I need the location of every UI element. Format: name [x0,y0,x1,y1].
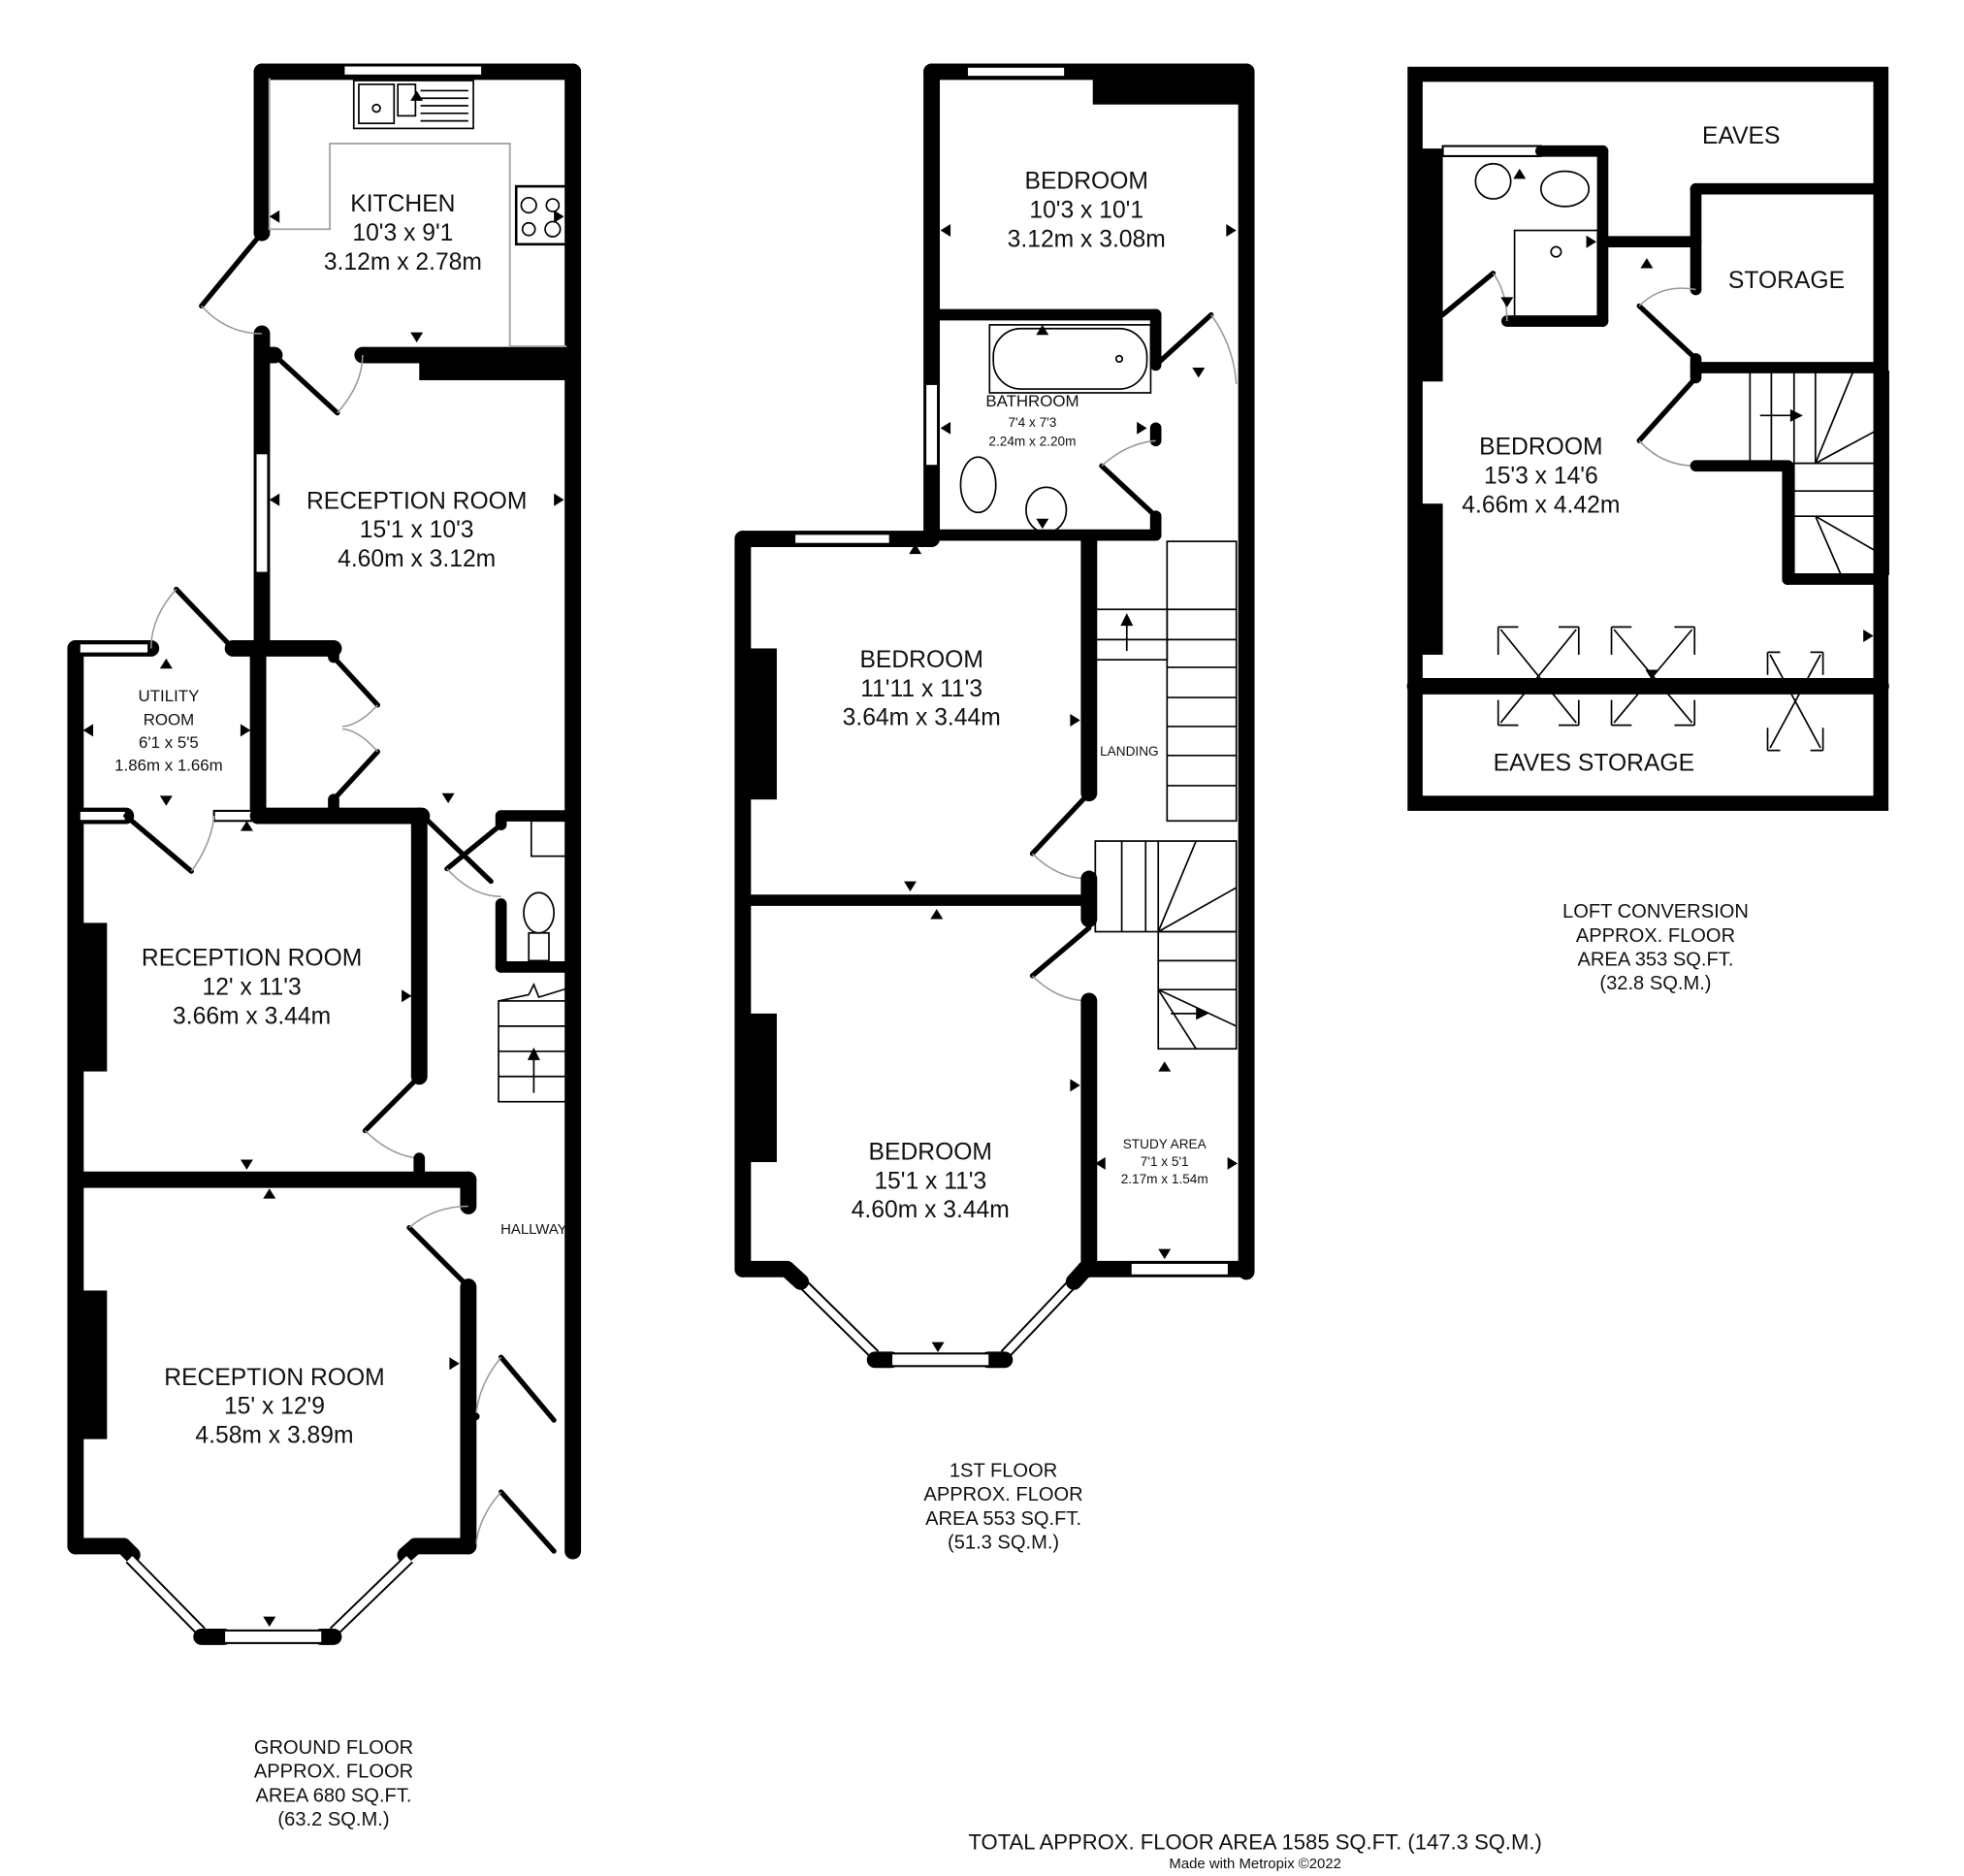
room-label-bedroom: BEDROOM [869,1139,992,1165]
room-dim-metric: 2.24m x 2.20m [988,434,1076,448]
room-dim-metric: 3.12m x 2.78m [324,249,482,275]
room-dim-imperial: 11'11 x 11'3 [860,676,982,702]
room-label-reception-room: RECEPTION ROOM [142,946,362,972]
window [78,642,150,655]
caption-line: APPROX. FLOOR [254,1762,413,1783]
room-label-study-area: STUDY AREA [1123,1137,1207,1151]
room-dim-imperial: 7'1 x 5'1 [1141,1154,1189,1169]
room-label-landing: LANDING [1100,744,1159,759]
basin-icon [1474,162,1512,200]
room-dim-metric: 4.58m x 3.89m [195,1422,353,1448]
window [254,452,270,574]
window [78,809,127,823]
total-floor-area: TOTAL APPROX. FLOOR AREA 1585 SQ.FT. (14… [968,1830,1541,1855]
room-dim-metric: 4.60m x 3.12m [338,546,496,572]
loft-caption: LOFT CONVERSION APPROX. FLOOR AREA 353 S… [1562,901,1749,994]
room-label-bedroom: BEDROOM [1479,435,1602,461]
window [965,65,1067,79]
room-label-reception-room: RECEPTION ROOM [164,1365,384,1391]
toilet-icon [523,891,555,934]
caption-line: AREA 680 SQ.FT. [256,1785,412,1806]
sink-icon [352,80,474,130]
room-dim-metric: 3.12m x 3.08m [1008,226,1166,252]
room-label-kitchen: KITCHEN [350,191,455,217]
window [223,1629,324,1644]
room-label-hallway: HALLWAY [500,1221,567,1238]
caption-line: LOFT CONVERSION [1562,901,1749,922]
toilet-icon [1540,170,1591,208]
ground-floor-plan: KITCHEN 10'3 x 9'1 3.12m x 2.78m RECEPTI… [67,63,582,1830]
room-dim-metric: 3.66m x 3.44m [173,1003,331,1029]
shower-icon [1513,229,1599,320]
basin-icon [1025,486,1068,534]
caption-line: (32.8 SQ.M.) [1599,973,1711,994]
loft-plan: EAVES STORAGE BEDROOM 15'3 x 14'6 4.66m … [1406,66,1889,994]
room-dim-metric: 2.17m x 1.54m [1121,1172,1208,1186]
window [1129,1261,1230,1277]
room-dim-metric: 1.86m x 1.66m [114,756,223,774]
caption-line: AREA 553 SQ.FT. [925,1508,1081,1530]
toilet-icon [959,456,997,514]
room-dim-imperial: 15'1 x 10'3 [360,517,474,543]
caption-line: (63.2 SQ.M.) [277,1809,389,1830]
caption-line: (51.3 SQ.M.) [948,1533,1059,1554]
window [793,533,891,545]
room-label-storage: STORAGE [1728,268,1845,294]
room-dim-imperial: 6'1 x 5'5 [139,733,199,752]
staircase [1749,371,1889,575]
room-dim-imperial: 7'4 x 7'3 [1009,415,1057,430]
room-label-utility-room: UTILITY [139,687,200,705]
first-floor-caption: 1ST FLOOR APPROX. FLOOR AREA 553 SQ.FT. … [923,1461,1082,1554]
caption-line: 1ST FLOOR [950,1461,1057,1482]
room-dim-metric: 3.64m x 3.44m [843,705,1001,731]
caption-line: APPROX. FLOOR [1576,925,1735,947]
room-dim-metric: 4.66m x 4.42m [1462,492,1620,518]
window [342,64,484,77]
room-dim-metric: 4.60m x 3.44m [852,1197,1010,1223]
caption-line: AREA 353 SQ.FT. [1577,950,1733,971]
hob-icon [514,184,568,246]
room-label-eaves-storage: EAVES STORAGE [1494,750,1694,776]
credit-text: Made with Metropix ©2022 [1169,1856,1341,1872]
room-dim-imperial: 10'3 x 9'1 [352,220,453,246]
room-label-eaves: EAVES [1702,123,1780,149]
first-floor-plan: BEDROOM 10'3 x 10'1 3.12m x 3.08m BATHRO… [734,63,1255,1554]
window [890,1352,991,1368]
room-dim-imperial: 15' x 12'9 [224,1394,325,1420]
bath-icon [988,324,1152,394]
room-label-bathroom: BATHROOM [985,392,1079,410]
staircase [498,982,573,1103]
room-dim-imperial: 12' x 11'3 [203,974,302,1000]
staircase [1094,540,1238,1051]
caption-line: APPROX. FLOOR [923,1484,1082,1505]
room-dim-imperial: 15'3 x 14'6 [1484,463,1598,489]
room-dim-imperial: 10'3 x 10'1 [1029,198,1143,224]
ground-floor-caption: GROUND FLOOR APPROX. FLOOR AREA 680 SQ.F… [254,1737,413,1830]
room-dim-imperial: 15'1 x 11'3 [874,1168,986,1194]
room-label-bedroom: BEDROOM [859,647,982,673]
window [924,382,940,468]
room-label-bedroom: BEDROOM [1025,169,1148,195]
basin-icon [530,820,567,857]
window [1441,145,1542,157]
roof-window-icon [1497,626,1824,752]
caption-line: GROUND FLOOR [254,1737,413,1759]
room-label-utility-room-line2: ROOM [144,711,194,729]
room-label-reception-room: RECEPTION ROOM [306,488,527,514]
